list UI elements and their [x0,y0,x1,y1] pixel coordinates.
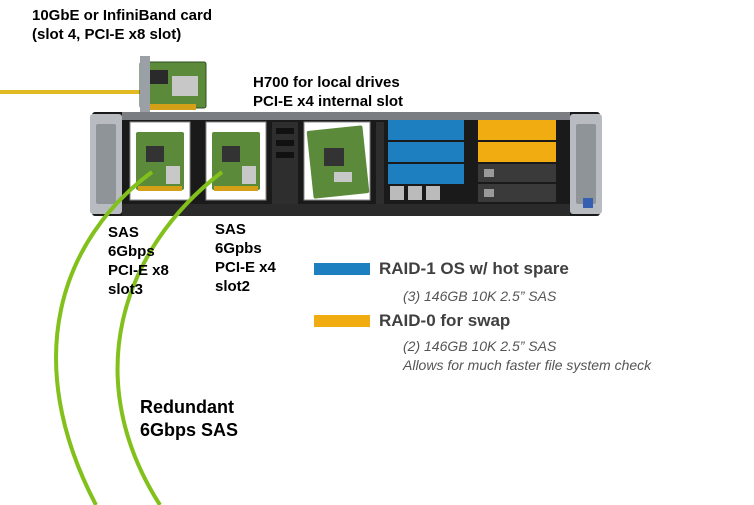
legend-detail-line: (3) 146GB 10K 2.5” SAS [403,288,557,304]
nic-label-line: (slot 4, PCI-E x8 slot) [32,26,182,43]
legend-detail-line: Allows for much faster file system check [403,357,652,373]
sas-card-slot2-icon [205,121,267,201]
legend-raid0-details: (2) 146GB 10K 2.5” SAS Allows for much f… [403,337,651,375]
legend-raid1: RAID-1 OS w/ hot spare [314,259,569,279]
sas-cable-2 [115,170,224,505]
sas-slot2-label: SAS 6Gpbs PCI-E x4 slot2 [215,220,276,296]
legend-detail-line: (2) 146GB 10K 2.5” SAS [403,338,557,354]
legend-raid1-details: (3) 146GB 10K 2.5” SAS [403,287,556,306]
sas-slot3-label: SAS 6Gbps PCI-E x8 slot3 [108,223,169,299]
sas-slot3-label-line: PCI-E x8 [108,262,169,279]
sas-cable-1 [54,170,154,505]
sas-slot2-label-line: PCI-E x4 [215,259,276,276]
sas-card-slot3-icon [129,121,191,201]
h700-label: H700 for local drives PCI-E x4 internal … [253,73,403,111]
redundant-label-line: 6Gbps SAS [140,420,239,440]
legend-raid1-title: RAID-1 OS w/ hot spare [379,259,569,278]
redundant-label-line: Redundant [140,397,234,417]
sas-slot2-label-line: 6Gpbs [215,240,262,257]
raid0-color-swatch [314,315,370,327]
sas-slot2-label-line: SAS [215,221,246,238]
raid1-drive-bays-icon [388,120,464,200]
nic-label-line: 10GbE or InfiniBand card [32,7,213,24]
legend-raid0: RAID-0 for swap [314,311,510,331]
sas-slot2-label-line: slot2 [215,278,251,295]
redundant-sas-label: Redundant 6Gbps SAS [140,396,238,442]
raid0-drive-bays-icon [478,120,556,202]
sas-slot3-label-line: 6Gbps [108,243,155,260]
h700-label-line: H700 for local drives [253,74,400,91]
h700-card-icon [303,121,371,201]
legend-raid0-title: RAID-0 for swap [379,311,511,330]
sas-slot3-label-line: slot3 [108,281,144,298]
sas-slot3-label-line: SAS [108,224,139,241]
nic-card-icon [139,56,207,114]
raid1-color-swatch [314,263,370,275]
h700-label-line: PCI-E x4 internal slot [253,93,404,110]
nic-card-label: 10GbE or InfiniBand card (slot 4, PCI-E … [32,6,212,44]
